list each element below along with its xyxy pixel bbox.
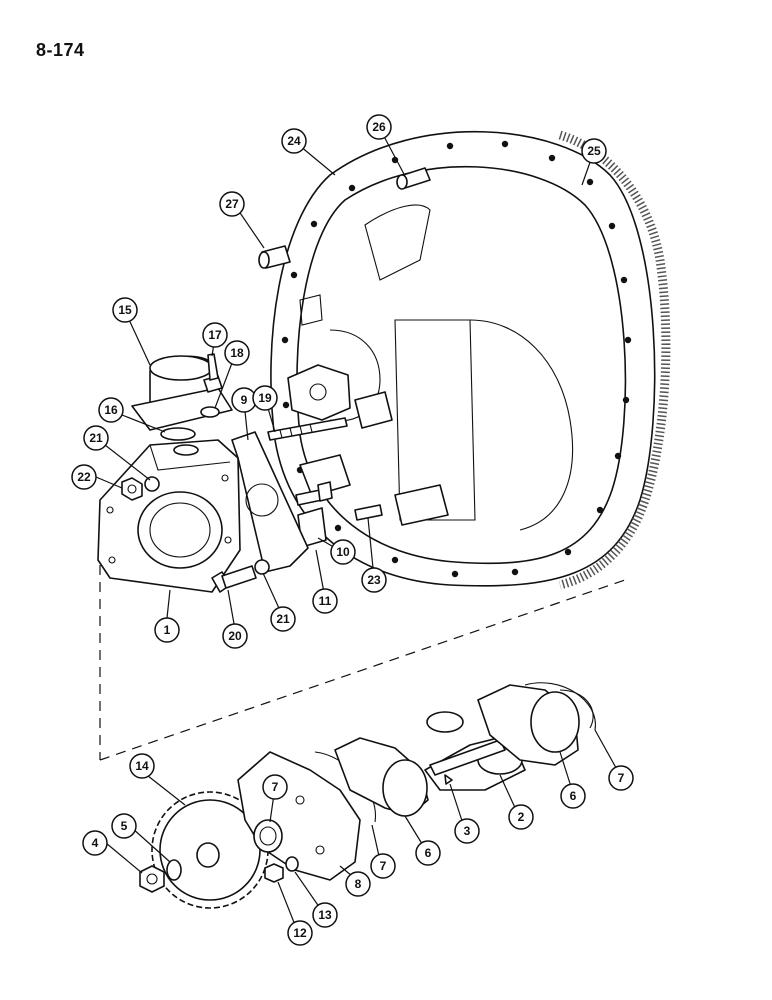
bolt-20 [211, 565, 257, 593]
washer-13 [285, 856, 299, 872]
svg-text:25: 25 [587, 144, 601, 158]
tab-10-11 [295, 481, 333, 548]
cap-15 [131, 355, 233, 431]
rotor-6b [477, 684, 580, 766]
svg-text:7: 7 [618, 771, 625, 785]
svg-text:21: 21 [276, 612, 290, 626]
svg-text:17: 17 [208, 328, 222, 342]
callout-21b: 21 [270, 606, 296, 632]
callout-7c: 7 [608, 765, 634, 791]
svg-text:7: 7 [272, 780, 279, 794]
callout-5: 5 [111, 813, 137, 839]
svg-text:7: 7 [380, 859, 387, 873]
svg-text:22: 22 [77, 470, 91, 484]
svg-text:9: 9 [241, 393, 248, 407]
callout-1: 1 [154, 617, 180, 643]
svg-text:26: 26 [372, 120, 386, 134]
svg-text:2: 2 [518, 810, 525, 824]
alignment-lines [99, 565, 626, 761]
callout-7b: 7 [370, 853, 396, 879]
callout-11: 11 [312, 588, 338, 614]
rotor-6a [334, 737, 429, 817]
svg-text:3: 3 [464, 824, 471, 838]
callout-7a: 7 [262, 774, 288, 800]
nut-22 [121, 477, 143, 501]
callout-4: 4 [82, 830, 108, 856]
svg-text:16: 16 [104, 403, 118, 417]
callouts: 1 2 3 4 5 6 6 7 7 7 8 9 10 11 12 13 14 1… [71, 114, 634, 946]
callout-24: 24 [281, 128, 307, 154]
page-number: 8-174 [36, 40, 85, 60]
callout-6b: 6 [560, 783, 586, 809]
svg-text:21: 21 [89, 431, 103, 445]
svg-text:19: 19 [258, 391, 272, 405]
callout-9: 9 [231, 387, 257, 413]
stud-19 [267, 417, 348, 441]
housing-cover [270, 130, 671, 590]
dowel-27 [258, 245, 291, 269]
key-3 [444, 774, 453, 785]
callout-22: 22 [71, 464, 97, 490]
nut-4 [139, 865, 165, 893]
washer-18 [200, 406, 220, 418]
callout-21a: 21 [83, 425, 109, 451]
seal-ring-7c [559, 689, 594, 729]
callout-26: 26 [366, 114, 392, 140]
callout-20: 20 [222, 623, 248, 649]
washer-21a [144, 476, 160, 492]
callout-14: 14 [129, 753, 155, 779]
oring-16 [160, 427, 196, 441]
callout-6a: 6 [415, 840, 441, 866]
gear-14 [151, 791, 269, 909]
svg-text:11: 11 [319, 594, 332, 608]
svg-text:24: 24 [287, 134, 301, 148]
pump-body-1 [97, 439, 241, 593]
callout-18: 18 [224, 340, 250, 366]
svg-text:15: 15 [118, 303, 132, 317]
svg-text:6: 6 [570, 789, 577, 803]
washer-21b [254, 559, 270, 575]
svg-text:27: 27 [225, 197, 239, 211]
callout-17: 17 [202, 322, 228, 348]
svg-text:4: 4 [92, 836, 99, 850]
nut-12 [264, 863, 284, 883]
washer-5 [166, 859, 182, 881]
callout-8: 8 [345, 871, 371, 897]
svg-text:1: 1 [164, 623, 171, 637]
svg-text:20: 20 [228, 629, 242, 643]
svg-text:13: 13 [318, 908, 332, 922]
callout-2: 2 [508, 804, 534, 830]
svg-text:14: 14 [135, 759, 149, 773]
callout-10: 10 [330, 539, 356, 565]
callout-19: 19 [252, 385, 278, 411]
callout-16: 16 [98, 397, 124, 423]
svg-text:5: 5 [121, 819, 128, 833]
callout-12: 12 [287, 920, 313, 946]
callout-25: 25 [581, 138, 607, 164]
svg-text:18: 18 [230, 346, 244, 360]
svg-text:6: 6 [425, 846, 432, 860]
svg-text:23: 23 [367, 573, 381, 587]
svg-text:8: 8 [355, 877, 362, 891]
callout-23: 23 [361, 567, 387, 593]
pin-23 [354, 504, 383, 521]
dowel-26 [396, 167, 431, 190]
callout-27: 27 [219, 191, 245, 217]
callout-3: 3 [454, 818, 480, 844]
callout-13: 13 [312, 902, 338, 928]
callout-15: 15 [112, 297, 138, 323]
svg-text:12: 12 [293, 926, 307, 940]
svg-text:10: 10 [336, 545, 350, 559]
